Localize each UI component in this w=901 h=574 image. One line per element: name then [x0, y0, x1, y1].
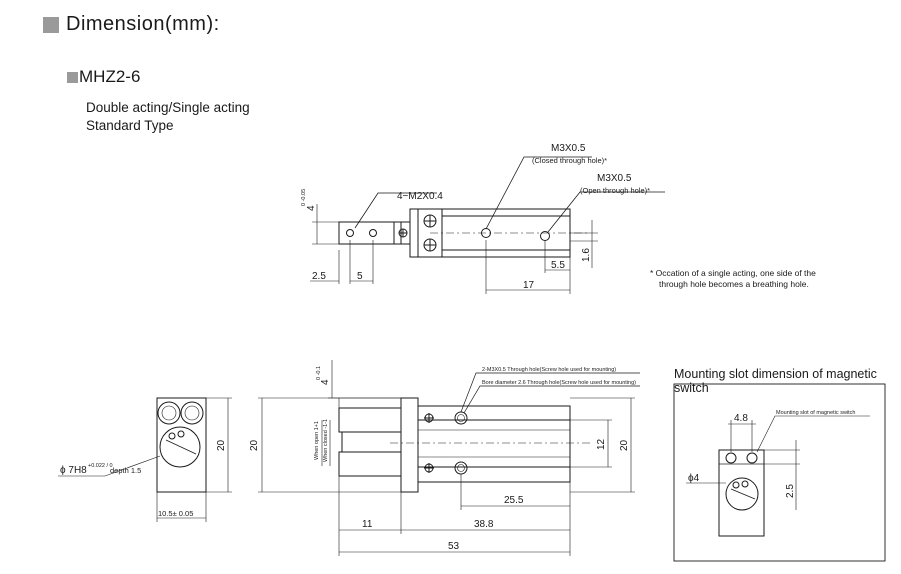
dim-25-5: 25.5 [504, 495, 524, 506]
thread-left-label: 4−M2X0.4 [397, 191, 443, 202]
thread-open-label: M3X0.5 [597, 173, 632, 184]
switch-panel [673, 383, 886, 562]
mount-hole-label-2: Bore diameter 2.6 Through hole(Screw hol… [482, 380, 636, 386]
dim-11: 11 [362, 519, 373, 530]
dim-4-8: 4.8 [734, 413, 748, 424]
dim-53: 53 [448, 541, 460, 552]
closed-hole-label: (Closed through hole)* [532, 156, 607, 165]
dim-2-5: 2.5 [312, 271, 326, 282]
dim-phi4: ϕ4 [688, 473, 700, 484]
page-title: Dimension(mm): [66, 13, 220, 35]
end-view [58, 397, 232, 522]
subtitle-line1: Double acting/Single acting [86, 100, 250, 115]
tol-4-top: 0 -0.05 [301, 189, 307, 206]
side-body [417, 405, 571, 483]
closed-dim-label: When closed -1-1 [323, 419, 329, 462]
dim-38-8: 38.8 [474, 519, 494, 530]
subtitle-line2: Standard Type [86, 118, 174, 133]
dim-2-5-switch: 2.5 [785, 484, 796, 498]
end-body [156, 397, 207, 493]
dim-width: 10.5± 0.05 [158, 509, 193, 518]
dim-4-side: 4 [320, 379, 331, 385]
dim-12: 12 [596, 438, 607, 450]
top-view [310, 156, 665, 294]
open-dim-label: When open 1+1 [314, 421, 320, 460]
header-square-icon [43, 17, 59, 33]
dim-17: 17 [523, 280, 535, 291]
slot-label: Mounting slot of magnetic switch [776, 410, 855, 416]
dim-1-6: 1.6 [581, 248, 592, 262]
dim-5: 5 [357, 271, 363, 282]
side-view [258, 360, 640, 556]
dim-20-right: 20 [619, 439, 630, 451]
thread-closed-label: M3X0.5 [551, 143, 586, 154]
bore-depth: depth 1.5 [110, 466, 141, 475]
dim-20-left: 20 [249, 439, 260, 451]
tol-4-side: 0 -0.1 [316, 366, 322, 380]
dim-20-end: 20 [216, 439, 227, 451]
model-square-icon [67, 72, 78, 83]
mount-hole-label-1: 2-M3X0.5 Through hole(Screw hole used fo… [482, 367, 616, 373]
switch-panel-title: Mounting slot dimension of magnetic swit… [674, 367, 877, 395]
dim-4-top: 4 [306, 205, 317, 211]
dim-5-5: 5.5 [551, 260, 565, 271]
model-label: MHZ2-6 [79, 67, 141, 86]
open-hole-label: (Open through hole)* [580, 186, 650, 195]
bore-tolerance: +0.022 / 0 [88, 463, 113, 469]
note-line2: through hole becomes a breathing hole. [659, 279, 809, 289]
note-line1: * Occation of a single acting, one side … [650, 268, 816, 278]
bore-label: ϕ 7H8 [60, 465, 87, 476]
